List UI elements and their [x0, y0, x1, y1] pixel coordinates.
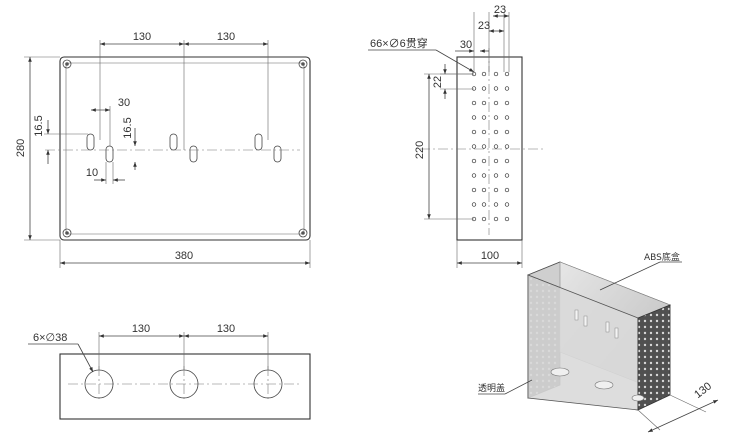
hole-marker — [504, 144, 510, 149]
hole-marker — [504, 86, 510, 91]
hole-marker — [493, 144, 499, 149]
hole-marker — [504, 202, 510, 207]
hole-marker — [493, 86, 499, 91]
hole-marker — [493, 216, 499, 222]
box-interior-slots — [574, 309, 619, 339]
hole-marker — [481, 100, 487, 106]
hole-marker — [481, 158, 487, 164]
corner-screw-icon — [62, 59, 308, 238]
hole-marker — [493, 129, 499, 135]
side-view: 66×∅6贯穿 30 23 23 22 220 100 — [368, 4, 545, 268]
hole-grid — [471, 71, 510, 222]
hole-marker — [481, 187, 487, 193]
hole-marker — [504, 173, 510, 178]
hole-marker — [471, 158, 477, 164]
hole-marker — [481, 71, 487, 77]
hole-marker — [493, 158, 499, 164]
hole-marker — [504, 216, 510, 222]
side-col-spacing-2-label: 23 — [478, 20, 490, 32]
side-outline — [456, 56, 523, 241]
hole-marker — [481, 86, 487, 91]
side-col-spacing-1-label: 30 — [460, 39, 472, 51]
hole-marker — [471, 86, 477, 91]
hole-marker — [471, 129, 477, 135]
front-slot-width-label: 10 — [86, 167, 98, 179]
side-width-label: 100 — [481, 250, 499, 262]
side-col-spacing-3-label: 23 — [494, 4, 506, 16]
hole-marker — [471, 187, 477, 193]
hole-marker — [481, 173, 487, 178]
front-inner-outline — [65, 62, 305, 235]
hole-marker — [493, 115, 499, 120]
front-spacing-a-label: 130 — [133, 31, 151, 43]
hole-marker — [481, 129, 487, 135]
front-view: 130 130 30 16.5 16.5 10 280 380 — [15, 31, 311, 268]
hole-marker — [493, 71, 499, 77]
hole-marker — [504, 71, 510, 77]
isometric-view: ABS底盒 透明盖 130 — [478, 251, 719, 433]
hole-marker — [493, 202, 499, 207]
front-spacing-b-label: 130 — [217, 31, 235, 43]
bottom-spacing-a-label: 130 — [132, 323, 150, 335]
hole-marker — [471, 173, 477, 178]
hole-marker — [504, 129, 510, 135]
mounting-slots — [86, 133, 282, 163]
front-overall-width-label: 380 — [175, 250, 193, 262]
box-bottom-holes — [550, 367, 645, 402]
front-slot-height-right-label: 16.5 — [122, 117, 134, 138]
iso-cover-label: 透明盖 — [478, 382, 505, 394]
hole-marker — [504, 100, 510, 106]
side-hole-span-label: 220 — [414, 141, 426, 159]
hole-marker — [471, 115, 477, 120]
box-right-face — [637, 304, 671, 411]
hole-marker — [504, 187, 510, 193]
iso-depth-label: 130 — [692, 380, 714, 401]
front-slot-offset-label: 30 — [118, 97, 130, 109]
hole-marker — [504, 115, 510, 120]
bottom-spacing-b-label: 130 — [217, 323, 235, 335]
hole-marker — [471, 100, 477, 106]
bottom-hole-callout: 6×∅38 — [33, 332, 67, 344]
front-overall-height-label: 280 — [15, 139, 27, 157]
bottom-outline — [59, 353, 311, 420]
iso-base-label: ABS底盒 — [644, 251, 680, 263]
front-slot-height-left-label: 16.5 — [33, 115, 45, 136]
hole-marker — [481, 202, 487, 207]
hole-marker — [471, 144, 477, 149]
front-outer-outline — [59, 56, 311, 241]
side-hole-callout: 66×∅6贯穿 — [370, 36, 428, 50]
hole-marker — [493, 100, 499, 106]
hole-marker — [471, 202, 477, 207]
hole-marker — [481, 144, 487, 149]
hole-marker — [481, 216, 487, 222]
hole-marker — [504, 158, 510, 164]
side-row-spacing-label: 22 — [432, 76, 444, 88]
hole-marker — [481, 115, 487, 120]
hole-marker — [493, 187, 499, 193]
hole-marker — [493, 173, 499, 178]
bottom-view: 130 130 6×∅38 — [28, 323, 311, 420]
